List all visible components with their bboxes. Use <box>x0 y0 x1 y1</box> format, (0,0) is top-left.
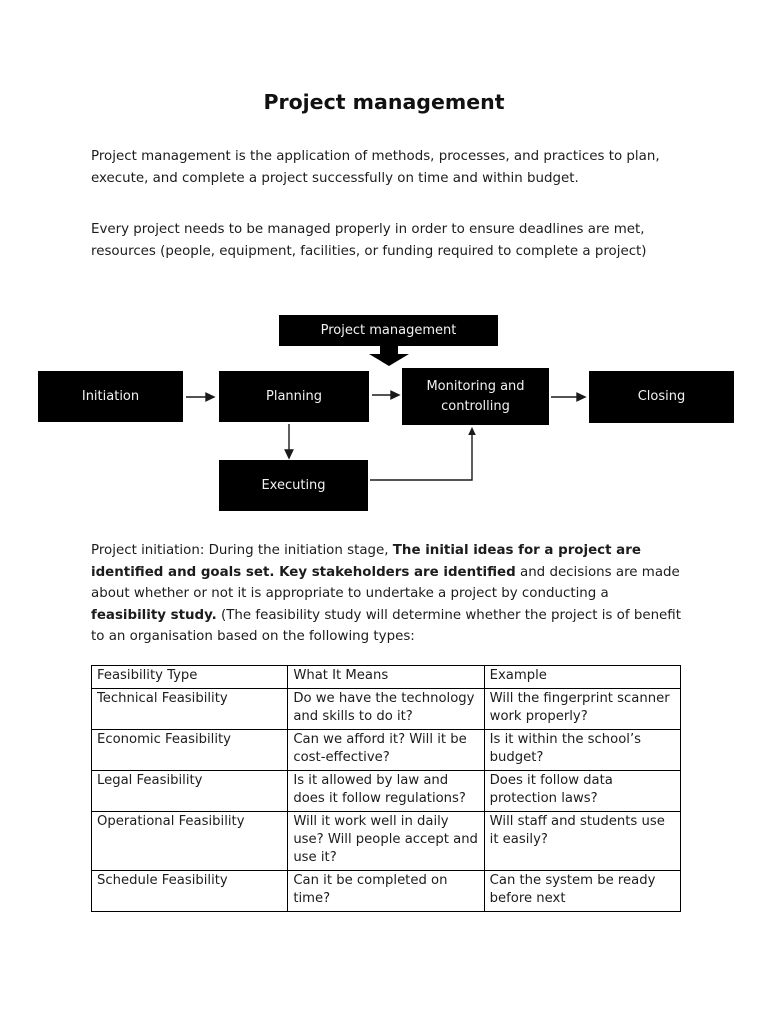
table-cell: Schedule Feasibility <box>90 870 289 912</box>
arrow-planning-to-executing-icon <box>284 424 294 460</box>
table-header-row: Feasibility Type What It Means Example <box>90 665 682 689</box>
table-cell: Will it work well in daily use? Will peo… <box>287 811 485 871</box>
arrow-initiation-to-planning-icon <box>186 392 216 402</box>
arrow-monitoring-to-closing-icon <box>551 392 587 402</box>
bold-text-segment: feasibility study. <box>91 607 217 623</box>
feasibility-table: Feasibility Type What It Means Example T… <box>90 665 682 912</box>
flow-node-initiation: Initiation <box>38 371 183 422</box>
flow-node-label: Planning <box>266 388 322 404</box>
flow-node-label: Closing <box>637 389 686 404</box>
intro-paragraph-1: Project management is the application of… <box>91 149 660 186</box>
table-cell: Can it be completed on time? <box>287 870 485 912</box>
flow-node-planning: Planning <box>219 371 369 422</box>
table-cell: Legal Feasibility <box>90 770 289 812</box>
table-cell: Economic Feasibility <box>90 729 289 771</box>
flow-node-project-management: Project management <box>279 315 498 346</box>
table-cell: Operational Feasibility <box>90 811 289 871</box>
column-header-feasibility-type: Feasibility Type <box>90 665 289 689</box>
table-cell: Does it follow data protection laws? <box>483 770 682 812</box>
initiation-paragraph: Project initiation: During the initiatio… <box>91 540 683 648</box>
bold-text-segment: The initial ideas for a project are iden… <box>91 543 641 580</box>
thick-down-arrow-icon <box>369 346 409 366</box>
table-cell: Will the fingerprint scanner work proper… <box>483 688 682 730</box>
table-cell: Can we afford it? Will it be cost-effect… <box>287 729 485 771</box>
table-cell: Technical Feasibility <box>90 688 289 730</box>
text-segment: (The feasibility study will determine wh… <box>91 607 681 645</box>
arrow-executing-to-monitoring-icon <box>370 427 476 481</box>
page-title: Project management <box>263 90 505 114</box>
table-cell: Do we have the technology and skills to … <box>287 688 485 730</box>
project-lifecycle-flowchart: Project management Initiation Planning M… <box>0 305 768 520</box>
column-header-example: Example <box>483 665 682 689</box>
flowchart-connectors <box>186 346 587 481</box>
intro-paragraph-2: Every project needs to be managed proper… <box>91 222 647 259</box>
table-cell: Can the system be ready before next <box>483 870 682 912</box>
table-cell: Will staff and students use it easily? <box>483 811 682 871</box>
flow-node-monitoring-controlling: Monitoring and controlling <box>402 368 549 425</box>
column-header-what-it-means: What It Means <box>287 665 485 689</box>
flow-node-closing: Closing <box>589 371 734 423</box>
table-cell: Is it within the school’s budget? <box>483 729 682 771</box>
table-cell: Is it allowed by law and does it follow … <box>287 770 485 812</box>
text-segment: Project initiation: During the initiatio… <box>91 543 393 559</box>
flow-node-label: Monitoring and controlling <box>426 378 525 414</box>
text-segment: and decisions are made about whether or … <box>91 564 680 602</box>
flow-node-label: Initiation <box>81 388 140 404</box>
flow-node-label: Project management <box>320 322 457 338</box>
arrow-planning-to-monitoring-icon <box>372 390 401 400</box>
flow-node-executing: Executing <box>219 460 368 511</box>
flow-node-label: Executing <box>261 477 326 493</box>
